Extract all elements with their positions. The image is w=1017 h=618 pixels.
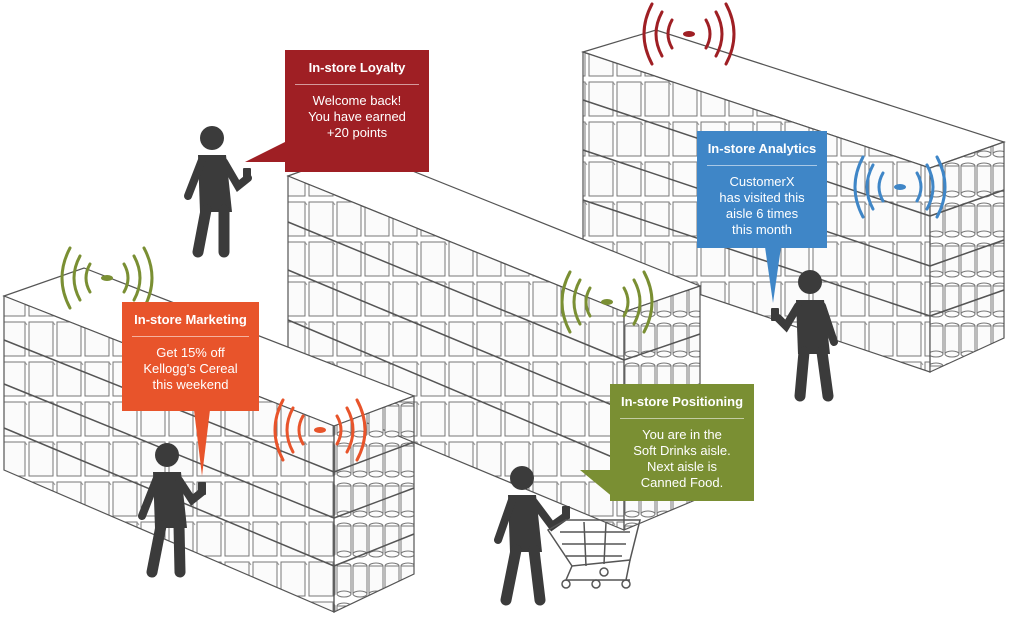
callout-title: In-store Marketing (134, 312, 247, 327)
callout-divider (620, 418, 744, 419)
callout-line: Kellogg's Cereal (143, 361, 238, 376)
callout-line: CustomerX (729, 174, 795, 189)
analytics-callout: In-store Analytics CustomerX has visited… (697, 131, 827, 303)
shopper-icon (771, 270, 838, 402)
callout-line: +20 points (326, 125, 388, 140)
beacon-signal-icon (853, 155, 947, 219)
callout-line: aisle 6 times (725, 206, 799, 221)
marketing-callout: In-store Marketing Get 15% off Kellogg's… (122, 302, 259, 476)
callout-divider (132, 336, 249, 337)
callout-tail (765, 247, 781, 303)
callout-message: You are in the Soft Drinks aisle. Next a… (610, 419, 754, 501)
shopper-icon (494, 466, 570, 606)
beacon-signal-icon (273, 398, 367, 462)
beacon-signal-icon (642, 2, 736, 66)
callout-tail (194, 410, 210, 476)
callout-message: CustomerX has visited this aisle 6 times… (697, 166, 827, 248)
smartphone-icon (771, 308, 779, 321)
shopper-icon (138, 443, 206, 578)
callout-line: You are in the (642, 427, 722, 442)
callout-title: In-store Analytics (707, 141, 817, 156)
callout-line: this month (732, 222, 792, 237)
callout-tail (245, 140, 289, 162)
beacon-signal-icon (560, 270, 654, 334)
callout-message: Welcome back! You have earned +20 points (285, 85, 429, 151)
smartphone-icon (243, 168, 251, 181)
callout-divider (295, 84, 419, 85)
callout-line: Get 15% off (156, 345, 225, 360)
callout-line: Next aisle is (646, 459, 718, 474)
callout-divider (707, 165, 817, 166)
smartphone-icon (198, 482, 206, 495)
positioning-callout: In-store Positioning You are in the Soft… (580, 384, 754, 501)
smartphone-icon (562, 506, 570, 519)
callout-message: Get 15% off Kellogg's Cereal this weeken… (122, 337, 259, 403)
callout-title: In-store Positioning (620, 394, 744, 409)
callout-line: You have earned (308, 109, 406, 124)
callout-line: Soft Drinks aisle. (633, 443, 731, 458)
callout-line: this weekend (152, 377, 229, 392)
callout-line: Welcome back! (312, 93, 402, 108)
shopping-cart-icon (546, 519, 641, 589)
shopper-icon (184, 126, 252, 258)
loyalty-callout: In-store Loyalty Welcome back! You have … (245, 50, 429, 172)
callout-line: Canned Food. (640, 475, 724, 490)
callout-line: has visited this (719, 190, 805, 205)
callout-title: In-store Loyalty (308, 60, 406, 75)
callout-tail (580, 470, 614, 498)
beacon-signal-icon (60, 246, 154, 310)
